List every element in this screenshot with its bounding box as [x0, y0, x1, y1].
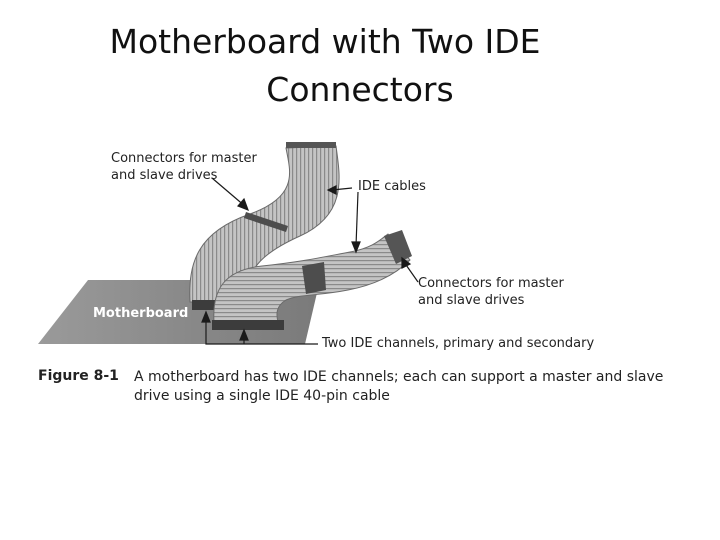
arrow-head [401, 256, 412, 269]
callout-right-connectors-line-2: and slave drives [418, 293, 525, 308]
motherboard-label: Motherboard [93, 306, 189, 321]
figure-caption: A motherboard has two IDE channels; each… [134, 368, 694, 406]
callout-channels: Two IDE channels, primary and secondary [322, 336, 595, 351]
figure-caption-line-2: drive using a single IDE 40-pin cable [134, 388, 390, 404]
callout-top-connectors: Connectors for master and slave drives [111, 150, 257, 184]
connector-master-slave-1 [244, 212, 288, 232]
cable-end-connector-right [384, 230, 412, 264]
figure-caption-line-1: A motherboard has two IDE channels; each… [134, 369, 664, 385]
slide-title: Motherboard with Two IDE Connectors [0, 18, 720, 114]
arrow-head [326, 185, 337, 195]
cable-end-connector-top [286, 142, 336, 148]
figure-label: Figure 8-1 [38, 368, 119, 384]
callout-top-connectors-line-2: and slave drives [111, 168, 218, 183]
callout-right-connectors-line-1: Connectors for master [418, 276, 564, 291]
arrow-head [236, 197, 250, 212]
callout-ide-cables: IDE cables [358, 179, 426, 194]
title-line-1: Motherboard with Two IDE [109, 22, 541, 61]
ide-channel-connector-secondary [212, 320, 284, 330]
title-line-2: Connectors [266, 70, 454, 109]
arrow-head [201, 310, 211, 323]
arrow-head [351, 241, 361, 254]
connector-master-slave-2 [302, 262, 326, 294]
callout-top-connectors-line-1: Connectors for master [111, 151, 257, 166]
arrow-head [239, 328, 249, 341]
callout-right-connectors: Connectors for master and slave drives [418, 275, 564, 309]
